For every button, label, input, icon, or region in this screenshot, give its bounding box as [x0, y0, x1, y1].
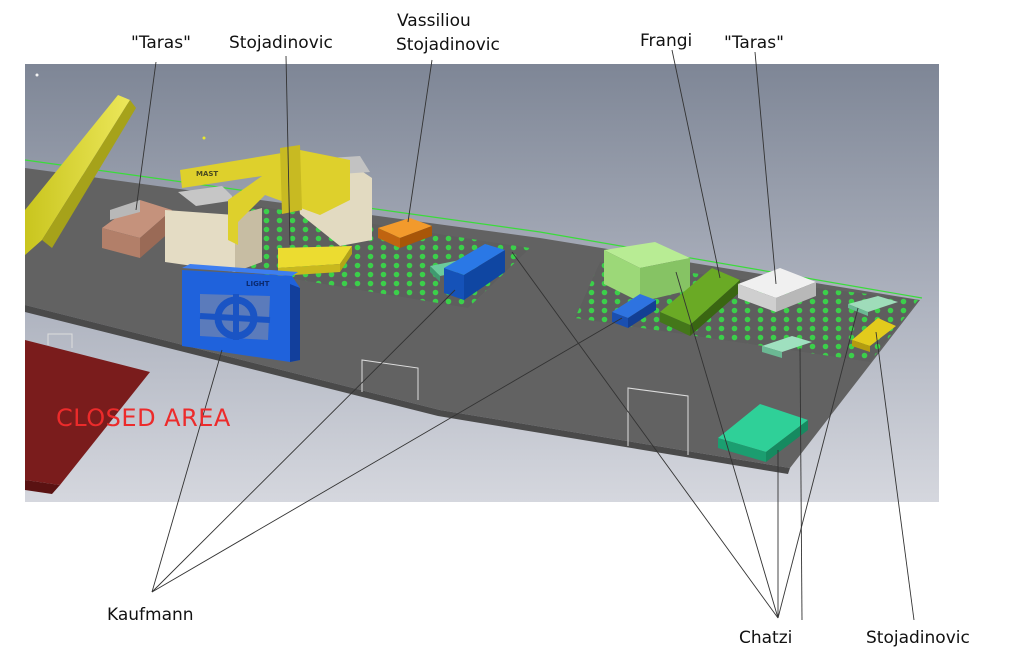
light-label: LIGHT: [246, 280, 270, 288]
label-chatzi: Chatzi: [739, 628, 793, 648]
blue-box-small: [612, 294, 656, 318]
orange-box: [378, 218, 432, 238]
mast-label: MAST: [196, 170, 218, 178]
teal-box-large: [718, 404, 808, 452]
label-taras-right: "Taras": [724, 33, 784, 53]
closed-area-label: CLOSED AREA: [56, 404, 231, 432]
label-taras-left: "Taras": [131, 33, 191, 53]
blue-box-tall: [444, 244, 505, 275]
label-stojadinovic-top: Stojadinovic: [229, 33, 333, 53]
closed-area-block: [25, 340, 150, 485]
reaction-wall-left: [165, 210, 235, 272]
label-kaufmann: Kaufmann: [107, 605, 194, 625]
label-vassiliou-stojadinovic: Stojadinovic: [396, 35, 500, 55]
teal-box-right-2: [848, 296, 898, 312]
leader-lines: [135, 49, 915, 621]
floor-edge: [25, 305, 790, 474]
yellow-box-right: [852, 318, 896, 346]
yellow-rail: [25, 95, 130, 255]
brown-box: [102, 200, 172, 238]
label-frangi: Frangi: [640, 31, 693, 51]
white-box: [738, 268, 816, 298]
label-stojadinovic-bottom: Stojadinovic: [866, 628, 970, 648]
label-vassiliou: Vassiliou: [397, 11, 471, 31]
yellow-box-left: [278, 246, 352, 268]
yellow-gantry: [180, 150, 350, 245]
dark-green-box: [660, 268, 740, 325]
light-green-box: [604, 242, 690, 268]
teal-box-right-1: [762, 336, 812, 352]
